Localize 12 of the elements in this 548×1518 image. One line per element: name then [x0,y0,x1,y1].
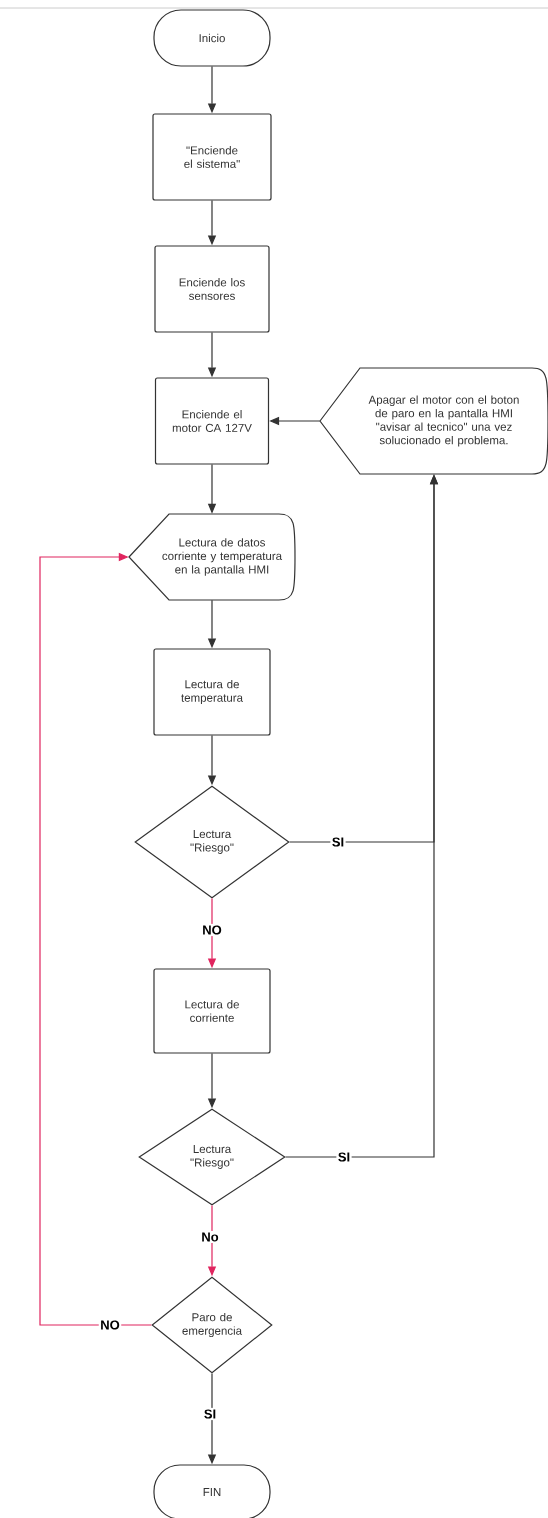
process-box: Enciende los sensores [154,245,270,333]
arrow [39,552,152,1326]
process-box: "Enciende el sistema" [152,113,272,201]
process-box: Lectura de temperatura [153,648,271,736]
edge-label: No [199,1230,221,1243]
edge-label: SI [202,1407,218,1421]
process-box: Lectura de corriente [153,968,271,1054]
edge-label: NO [200,923,224,937]
edge-label: SI [330,835,346,849]
process-box: Enciende el motor CA 127V [154,377,270,465]
edge-label: NO [98,1318,122,1332]
edge-label: SI [336,1150,352,1164]
